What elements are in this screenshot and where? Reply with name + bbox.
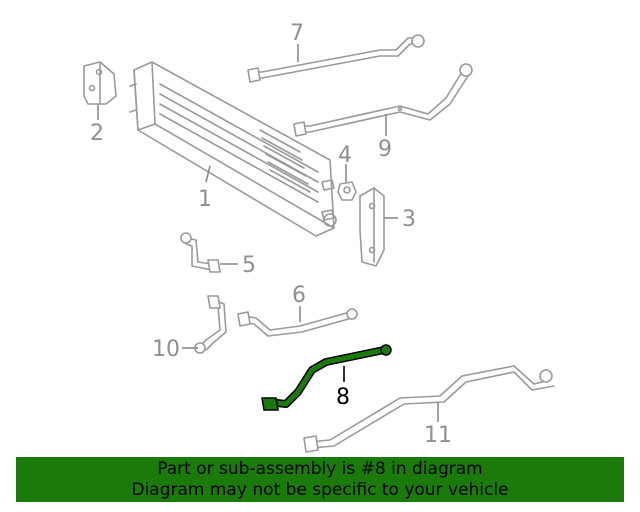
callout-3: 3	[402, 207, 416, 232]
part-3-bracket[interactable]	[359, 187, 385, 267]
callout-2: 2	[90, 121, 104, 146]
part-5-fitting[interactable]	[180, 232, 221, 273]
banner-line-1: Part or sub-assembly is #8 in diagram	[157, 459, 483, 479]
part-4-grommet[interactable]	[337, 181, 357, 201]
part-8-hose-highlighted[interactable]	[261, 344, 392, 411]
callouts: 2 1 3 4 5 6 7 8 9 10 11	[90, 21, 452, 448]
part-9-line[interactable]	[293, 63, 473, 137]
callout-1: 1	[198, 187, 212, 212]
callout-11: 11	[424, 423, 452, 448]
callout-4: 4	[338, 143, 352, 168]
part-7-line[interactable]	[247, 34, 425, 83]
callout-5: 5	[242, 253, 256, 278]
callout-6: 6	[292, 283, 306, 308]
callout-8: 8	[336, 385, 350, 410]
callout-9: 9	[378, 137, 392, 162]
part-10-hose[interactable]	[194, 295, 227, 354]
banner-line-2: Diagram may not be specific to your vehi…	[131, 480, 509, 500]
leader-lines	[97, 44, 439, 422]
part-1-oil-cooler[interactable]	[129, 61, 337, 237]
part-2-bracket[interactable]	[83, 61, 117, 105]
info-banner: Part or sub-assembly is #8 in diagram Di…	[16, 457, 624, 502]
callout-10: 10	[152, 337, 180, 362]
part-6-hose[interactable]	[237, 308, 358, 337]
callout-7: 7	[290, 21, 304, 46]
part-11-line[interactable]	[303, 365, 555, 453]
